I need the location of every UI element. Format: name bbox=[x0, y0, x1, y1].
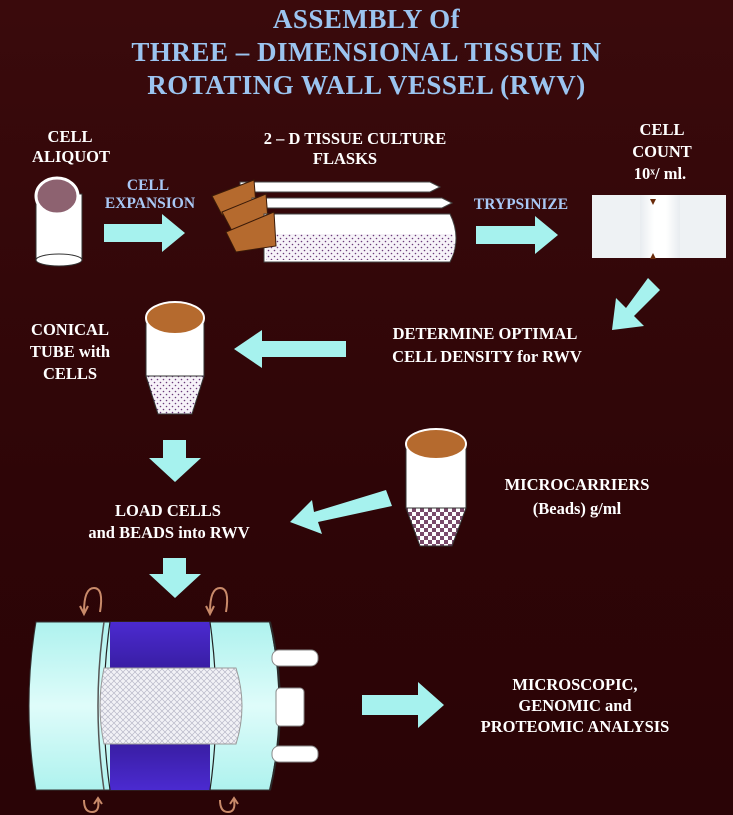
label-flasks-2: FLASKS bbox=[312, 149, 378, 168]
label-trypsinize: TRYPSINIZE bbox=[473, 196, 569, 213]
label-analysis-3: PROTEOMIC ANALYSIS bbox=[480, 717, 670, 736]
label-microcarriers-2: (Beads) g/ml bbox=[532, 499, 622, 518]
title-line-1: ASSEMBLY Of bbox=[272, 4, 461, 34]
label-cell-count-2: COUNT bbox=[632, 142, 692, 161]
arrow-to-analysis-icon bbox=[362, 682, 444, 728]
arrow-down-to-rwv-icon bbox=[149, 558, 201, 598]
label-optimal-2: CELL DENSITY for RWV bbox=[392, 347, 582, 366]
rotation-arrow-bottom-left-icon bbox=[83, 796, 103, 814]
title-line-2: THREE – DIMENSIONAL TISSUE IN bbox=[131, 37, 602, 67]
label-flasks-1: 2 – D TISSUE CULTURE bbox=[263, 129, 447, 148]
rotation-arrow-bottom-right-icon bbox=[219, 796, 239, 814]
arrow-to-density-icon bbox=[612, 278, 660, 330]
label-conical-1: CONICAL bbox=[31, 320, 109, 339]
arrow-down-to-load-icon bbox=[149, 440, 201, 482]
cell-count-slide-icon bbox=[592, 195, 726, 259]
label-conical-3: CELLS bbox=[42, 364, 98, 383]
label-conical-2: TUBE with bbox=[29, 342, 111, 361]
label-cell-aliquot-2: ALIQUOT bbox=[32, 147, 110, 166]
label-load-1: LOAD CELLS bbox=[115, 501, 221, 520]
label-analysis-2: GENOMIC and bbox=[518, 696, 632, 715]
label-cell-expansion-2: EXPANSION bbox=[104, 195, 196, 212]
label-load-2: and BEADS into RWV bbox=[88, 523, 250, 542]
cell-aliquot-vial-icon bbox=[34, 176, 83, 267]
title-line-3: ROTATING WALL VESSEL (RWV) bbox=[147, 70, 586, 100]
arrow-beads-to-load-icon bbox=[290, 490, 392, 534]
label-optimal-1: DETERMINE OPTIMAL bbox=[392, 324, 578, 343]
label-cell-expansion-1: CELL bbox=[126, 177, 170, 194]
label-cell-count-1: CELL bbox=[639, 120, 685, 139]
tissue-culture-flasks-icon bbox=[211, 179, 457, 263]
arrow-cell-expansion-icon bbox=[104, 214, 185, 252]
rotation-arrow-top-left-icon bbox=[79, 586, 103, 617]
label-cell-count-3: 10ˣ/ ml. bbox=[633, 164, 687, 183]
label-microcarriers-1: MICROCARRIERS bbox=[504, 475, 650, 494]
microcarrier-tube-icon bbox=[405, 428, 467, 547]
rotation-arrow-top-right-icon bbox=[205, 586, 229, 617]
rotating-wall-vessel-icon bbox=[28, 621, 319, 791]
arrow-density-to-tube-icon bbox=[234, 330, 346, 368]
arrow-trypsinize-icon bbox=[476, 216, 558, 254]
conical-tube-icon bbox=[145, 301, 205, 415]
label-analysis-1: MICROSCOPIC, bbox=[512, 675, 638, 694]
label-cell-aliquot-1: CELL bbox=[47, 127, 93, 146]
